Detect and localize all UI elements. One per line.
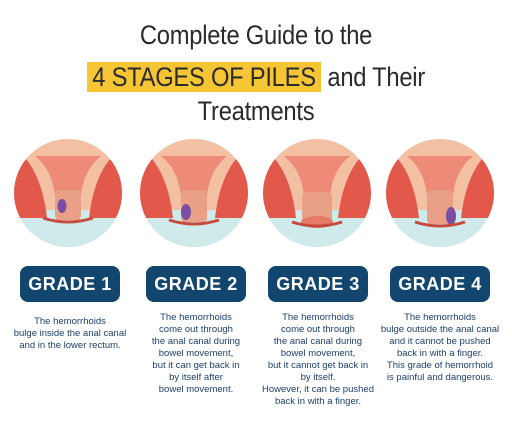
title-rest: and Their Treatments <box>197 62 426 126</box>
page-title-line2: 4 STAGES OF PILES and Their Treatments <box>31 60 482 128</box>
grade-4-badge: GRADE 4 <box>390 266 490 302</box>
grade-3-badge: GRADE 3 <box>268 266 368 302</box>
grade-3-description: The hemorrhoids come out through the ana… <box>262 312 374 407</box>
anal-canal-grade1-illustration-icon <box>13 138 123 248</box>
grade-1-description: The hemorrhoids bulge inside the anal ca… <box>13 316 127 351</box>
anal-canal-grade2-illustration-icon <box>139 138 249 248</box>
grade-2-badge: GRADE 2 <box>146 266 246 302</box>
anal-canal-grade4-illustration-icon <box>385 138 495 248</box>
page-title-line1: Complete Guide to the <box>139 20 373 50</box>
anal-canal-grade3-illustration-icon <box>262 138 372 248</box>
grade-4-description: The hemorrhoids bulge outside the anal c… <box>380 312 500 383</box>
grade-1-badge: GRADE 1 <box>20 266 120 302</box>
title-highlight: 4 STAGES OF PILES <box>86 62 322 92</box>
grade-2-description: The hemorrhoids come out through the ana… <box>151 312 241 395</box>
